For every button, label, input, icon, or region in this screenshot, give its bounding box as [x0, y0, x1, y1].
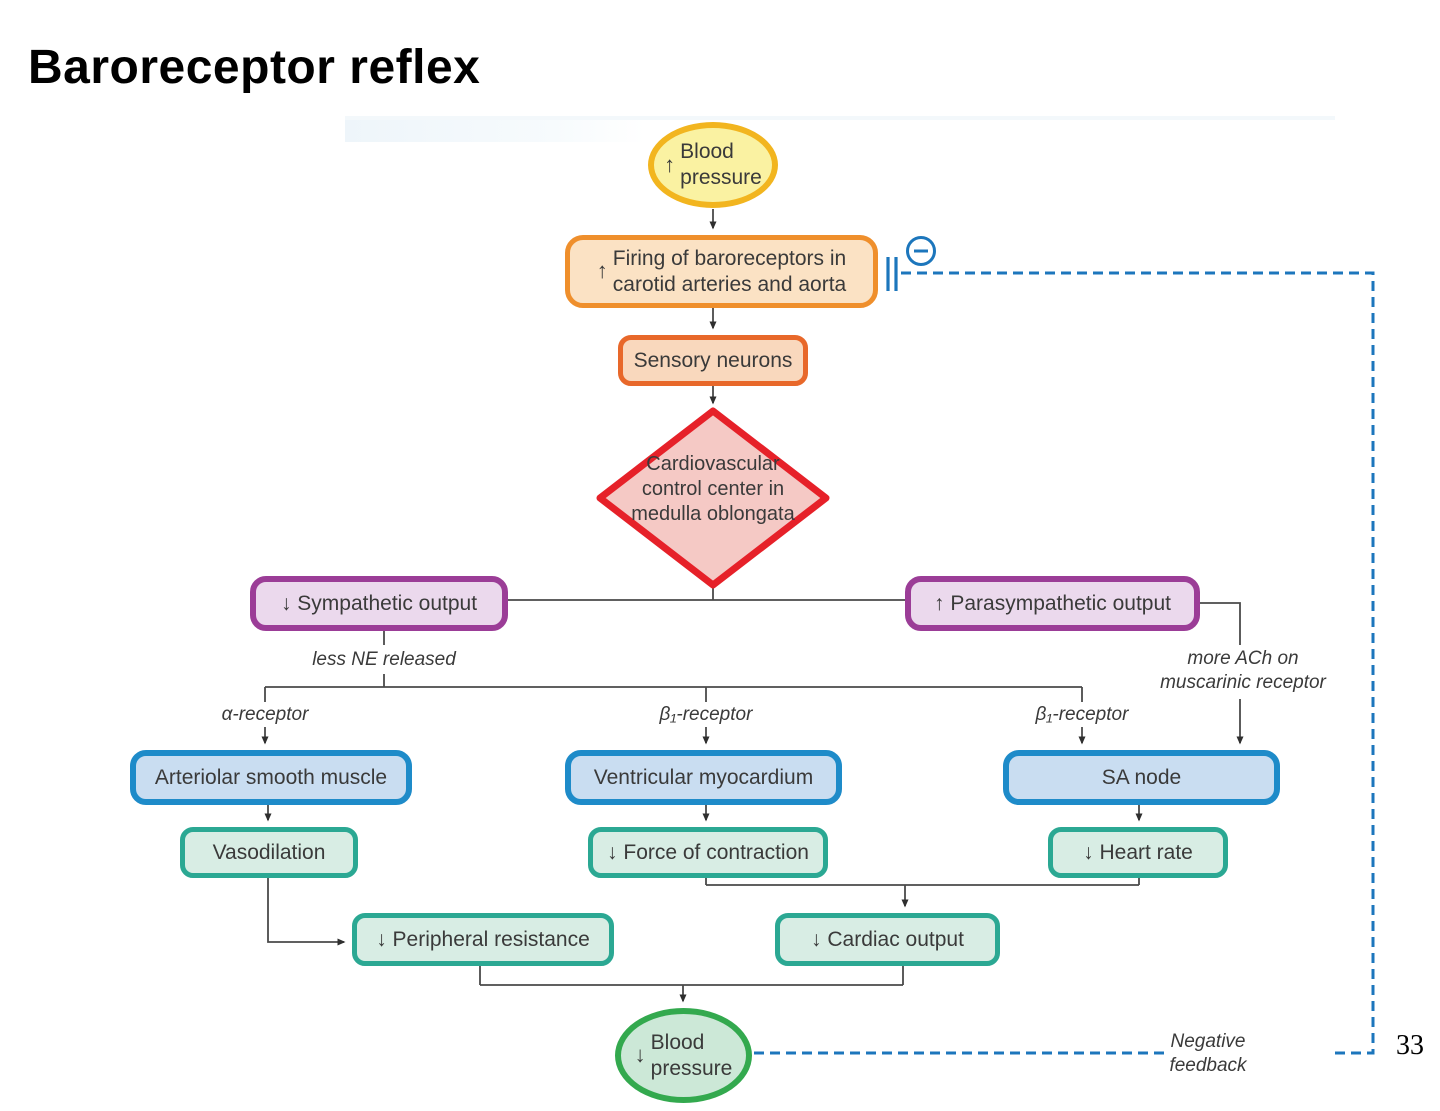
- node-label: Blood pressure: [680, 140, 762, 189]
- edge-label-negative-feedback: Negative feedback: [1169, 1031, 1247, 1076]
- minus-circle-icon: [906, 236, 936, 266]
- node-blood-pressure-up: ↑ Blood pressure: [648, 122, 778, 208]
- node-blood-pressure-down: ↓ Blood pressure: [615, 1008, 752, 1103]
- node-label: Ventricular myocardium: [593, 765, 814, 789]
- node-cv-control-center: Cardiovascular control center in medulla…: [631, 453, 795, 525]
- node-label: ↓ Sympathetic output: [280, 591, 478, 615]
- node-sa-node: SA node: [1003, 750, 1280, 805]
- background-band: [345, 116, 645, 142]
- node-ventricular-myocardium: Ventricular myocardium: [565, 750, 842, 805]
- node-label: Sensory neurons: [633, 348, 793, 372]
- page-number: 33: [1396, 1030, 1424, 1061]
- edge-label-alpha-receptor: α-receptor: [221, 704, 309, 725]
- node-force-of-contraction: ↓ Force of contraction: [588, 827, 828, 878]
- background-band-line: [345, 116, 1335, 120]
- node-label: ↓ Cardiac output: [811, 927, 964, 951]
- node-arteriolar-smooth-muscle: Arteriolar smooth muscle: [130, 750, 412, 805]
- node-peripheral-resistance: ↓ Peripheral resistance: [352, 913, 614, 966]
- edge-label-beta1-receptor-mid: β₁-receptor: [659, 704, 753, 725]
- up-arrow-icon: ↑: [596, 258, 608, 284]
- node-label: Arteriolar smooth muscle: [154, 765, 388, 789]
- down-arrow-icon: ↓: [634, 1042, 646, 1068]
- node-label: ↓ Heart rate: [1083, 840, 1193, 864]
- negative-feedback-loop: [753, 257, 1375, 1055]
- node-sympathetic-output: ↓ Sympathetic output: [250, 576, 508, 631]
- up-arrow-icon: ↑: [664, 151, 676, 177]
- node-vasodilation: Vasodilation: [180, 827, 358, 878]
- node-label: ↓ Force of contraction: [607, 840, 809, 864]
- edge-label-more-ach: more ACh on muscarinic receptor: [1160, 648, 1326, 693]
- node-label: ↑ Parasympathetic output: [934, 591, 1171, 615]
- node-label: SA node: [1101, 765, 1182, 789]
- node-baroreceptor-firing: ↑ Firing of baroreceptors in carotid art…: [565, 235, 878, 308]
- cardiovascular-control-center-shape: [596, 407, 830, 589]
- edge-label-less-ne-released: less NE released: [312, 649, 456, 670]
- node-parasympathetic-output: ↑ Parasympathetic output: [905, 576, 1200, 631]
- node-cardiac-output: ↓ Cardiac output: [775, 913, 1000, 966]
- flow-arrows: [261, 209, 1244, 1003]
- slide-title: Baroreceptor reflex: [28, 41, 481, 94]
- node-label: Firing of baroreceptors in carotid arter…: [612, 246, 847, 296]
- edge-label-beta1-receptor-right: β₁-receptor: [1035, 704, 1129, 725]
- node-label: Vasodilation: [212, 840, 326, 864]
- node-label: ↓ Peripheral resistance: [376, 927, 590, 951]
- node-sensory-neurons: Sensory neurons: [618, 335, 808, 386]
- node-heart-rate: ↓ Heart rate: [1048, 827, 1228, 878]
- node-label: Blood pressure: [650, 1030, 733, 1080]
